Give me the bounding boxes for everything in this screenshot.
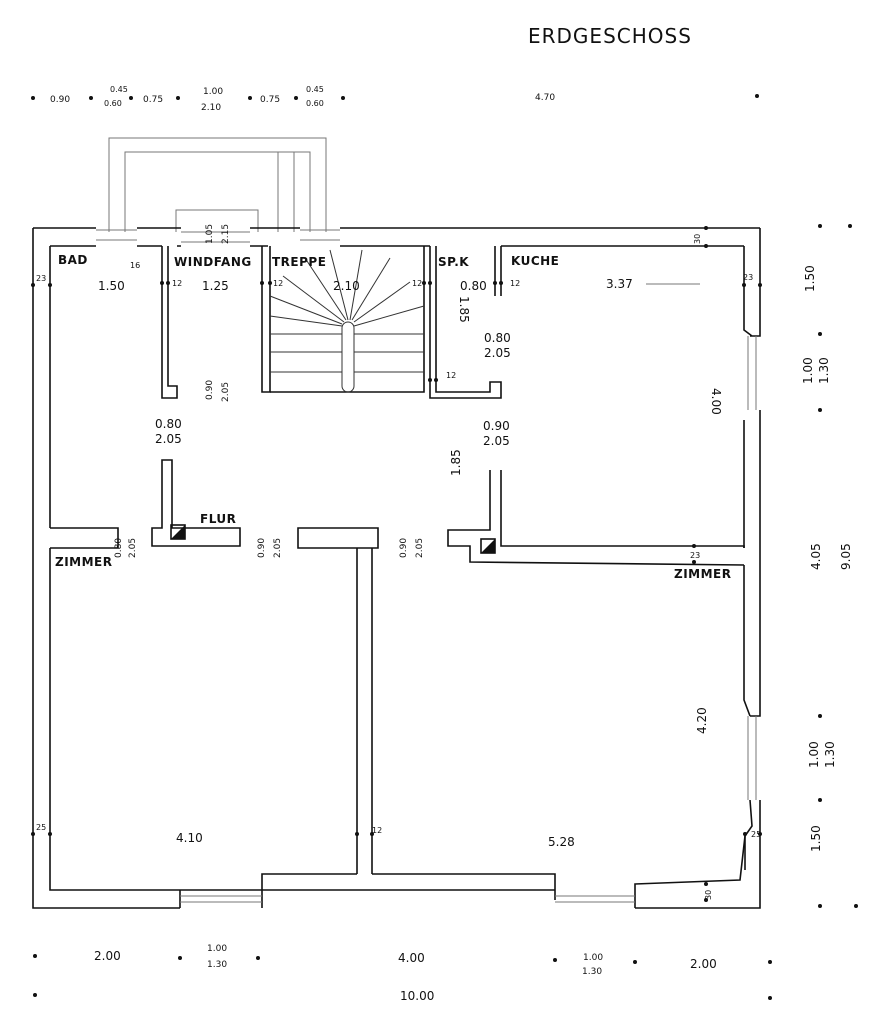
dim-bottom-130a: 1.30 [207, 960, 227, 970]
room-spk: SP.K [438, 255, 469, 269]
door-windfang-outer-b: 2.15 [221, 224, 231, 244]
dim-kuche-height: 4.00 [709, 388, 723, 415]
dim-right-130a: 1.30 [817, 357, 831, 384]
dim-treppe-width: 2.10 [333, 279, 360, 293]
room-kuche: KUCHE [511, 254, 559, 268]
dim-top-060b: 0.60 [306, 99, 324, 108]
dim-top-045a: 0.45 [110, 85, 128, 94]
wall-12-center: 12 [372, 826, 382, 835]
room-zimmer-right: ZIMMER [674, 567, 732, 581]
door-flur-b: 2.05 [483, 434, 510, 448]
dim-right-150b: 1.50 [809, 825, 823, 852]
door-bad-b: 2.05 [155, 432, 182, 446]
dim-right-130b: 1.30 [823, 741, 837, 768]
door-zimmer-center-a: 0.90 [257, 538, 267, 558]
wall-16-bad: 16 [130, 261, 140, 270]
door-windfang-a: 0.90 [205, 380, 215, 400]
door-kuche-a: 0.80 [484, 331, 511, 345]
door-zimmer-right-a: 0.90 [399, 538, 409, 558]
dim-top-210: 2.10 [201, 103, 221, 113]
door-zimmer-left-a: 0.80 [114, 538, 124, 558]
dim-flur-height: 1.85 [449, 449, 463, 476]
wall-12-stair: 12 [446, 371, 456, 380]
wall-12-kuche: 12 [510, 279, 520, 288]
entrance-steps [108, 137, 327, 232]
wall-23-left: 23 [36, 274, 46, 283]
dim-bottom-100b: 1.00 [583, 953, 603, 963]
dim-right-405: 4.05 [809, 543, 823, 570]
staircase [269, 249, 425, 393]
dim-right-905: 9.05 [839, 543, 853, 570]
dim-right-100b: 1.00 [807, 741, 821, 768]
room-dimensions: 1.50 1.25 2.10 0.80 3.37 4.00 1.85 1.85 … [98, 277, 723, 849]
dim-top-100: 1.00 [203, 87, 223, 97]
wall-25-left: 25 [36, 823, 46, 832]
dim-windfang-width: 1.25 [202, 279, 229, 293]
dim-zimmer-right-height: 4.20 [695, 707, 709, 734]
wall-12-bad: 12 [172, 279, 182, 288]
room-flur: FLUR [200, 512, 236, 526]
dim-top-090: 0.90 [50, 95, 70, 105]
dim-zimmer-left-width: 4.10 [176, 831, 203, 845]
dim-spk-height: 1.85 [457, 296, 471, 323]
door-dimensions: 1.05 2.15 0.90 2.05 0.80 2.05 0.80 2.05 … [114, 224, 511, 558]
wall-thickness-markers: 23 12 12 12 12 12 30 23 23 25 12 25 30 1… [31, 226, 762, 902]
wall-12-spk: 12 [412, 279, 422, 288]
room-windfang: WINDFANG [174, 255, 252, 269]
door-bad-a: 0.80 [155, 417, 182, 431]
room-treppe: TREPPE [272, 255, 326, 269]
dim-top-075a: 0.75 [143, 95, 163, 105]
door-kuche-b: 2.05 [484, 346, 511, 360]
dim-top-045b: 0.45 [306, 85, 324, 94]
door-windfang-b: 2.05 [221, 382, 231, 402]
wall-30-top: 30 [693, 234, 702, 244]
dim-zimmer-right-width: 5.28 [548, 835, 575, 849]
dim-bad-width: 1.50 [98, 279, 125, 293]
dim-kuche-width: 3.37 [606, 277, 633, 291]
dim-top-060a: 0.60 [104, 99, 122, 108]
door-zimmer-right-b: 2.05 [415, 538, 425, 558]
bottom-dimension-line: 2.00 1.00 1.30 4.00 1.00 1.30 2.00 10.00 [33, 944, 772, 1003]
wall-25-right: 25 [751, 830, 761, 839]
room-bad: BAD [58, 253, 88, 267]
top-dimension-line: 0.90 0.45 0.60 0.75 1.00 2.10 0.75 0.45 … [31, 85, 759, 113]
dim-top-075b: 0.75 [260, 95, 280, 105]
plan-title: ERDGESCHOSS [528, 24, 692, 48]
dim-bottom-200a: 2.00 [94, 949, 121, 963]
exterior-walls [32, 227, 761, 909]
wall-23-right: 23 [743, 273, 753, 282]
room-zimmer-left: ZIMMER [55, 555, 113, 569]
dim-spk-width: 0.80 [460, 279, 487, 293]
door-zimmer-center-b: 2.05 [273, 538, 283, 558]
wall-12-treppe: 12 [273, 279, 283, 288]
dim-bottom-130b: 1.30 [582, 967, 602, 977]
room-labels: BAD WINDFANG TREPPE SP.K KUCHE FLUR ZIMM… [55, 253, 732, 581]
door-windfang-outer-a: 1.05 [205, 224, 215, 244]
chimneys [170, 524, 496, 554]
dim-bottom-total: 10.00 [400, 989, 434, 1003]
wall-30-bottom: 30 [704, 890, 713, 900]
door-flur-a: 0.90 [483, 419, 510, 433]
dim-right-150a: 1.50 [803, 265, 817, 292]
wall-23-zimmer: 23 [690, 551, 700, 560]
dim-top-470: 4.70 [535, 93, 555, 103]
dim-right-100a: 1.00 [801, 357, 815, 384]
door-zimmer-left-b: 2.05 [128, 538, 138, 558]
dim-bottom-200b: 2.00 [690, 957, 717, 971]
interior-walls [50, 246, 745, 874]
dim-bottom-100a: 1.00 [207, 944, 227, 954]
right-dimension-line: 1.50 1.00 1.30 4.05 9.05 1.00 1.30 1.50 [801, 224, 858, 908]
dim-bottom-400: 4.00 [398, 951, 425, 965]
